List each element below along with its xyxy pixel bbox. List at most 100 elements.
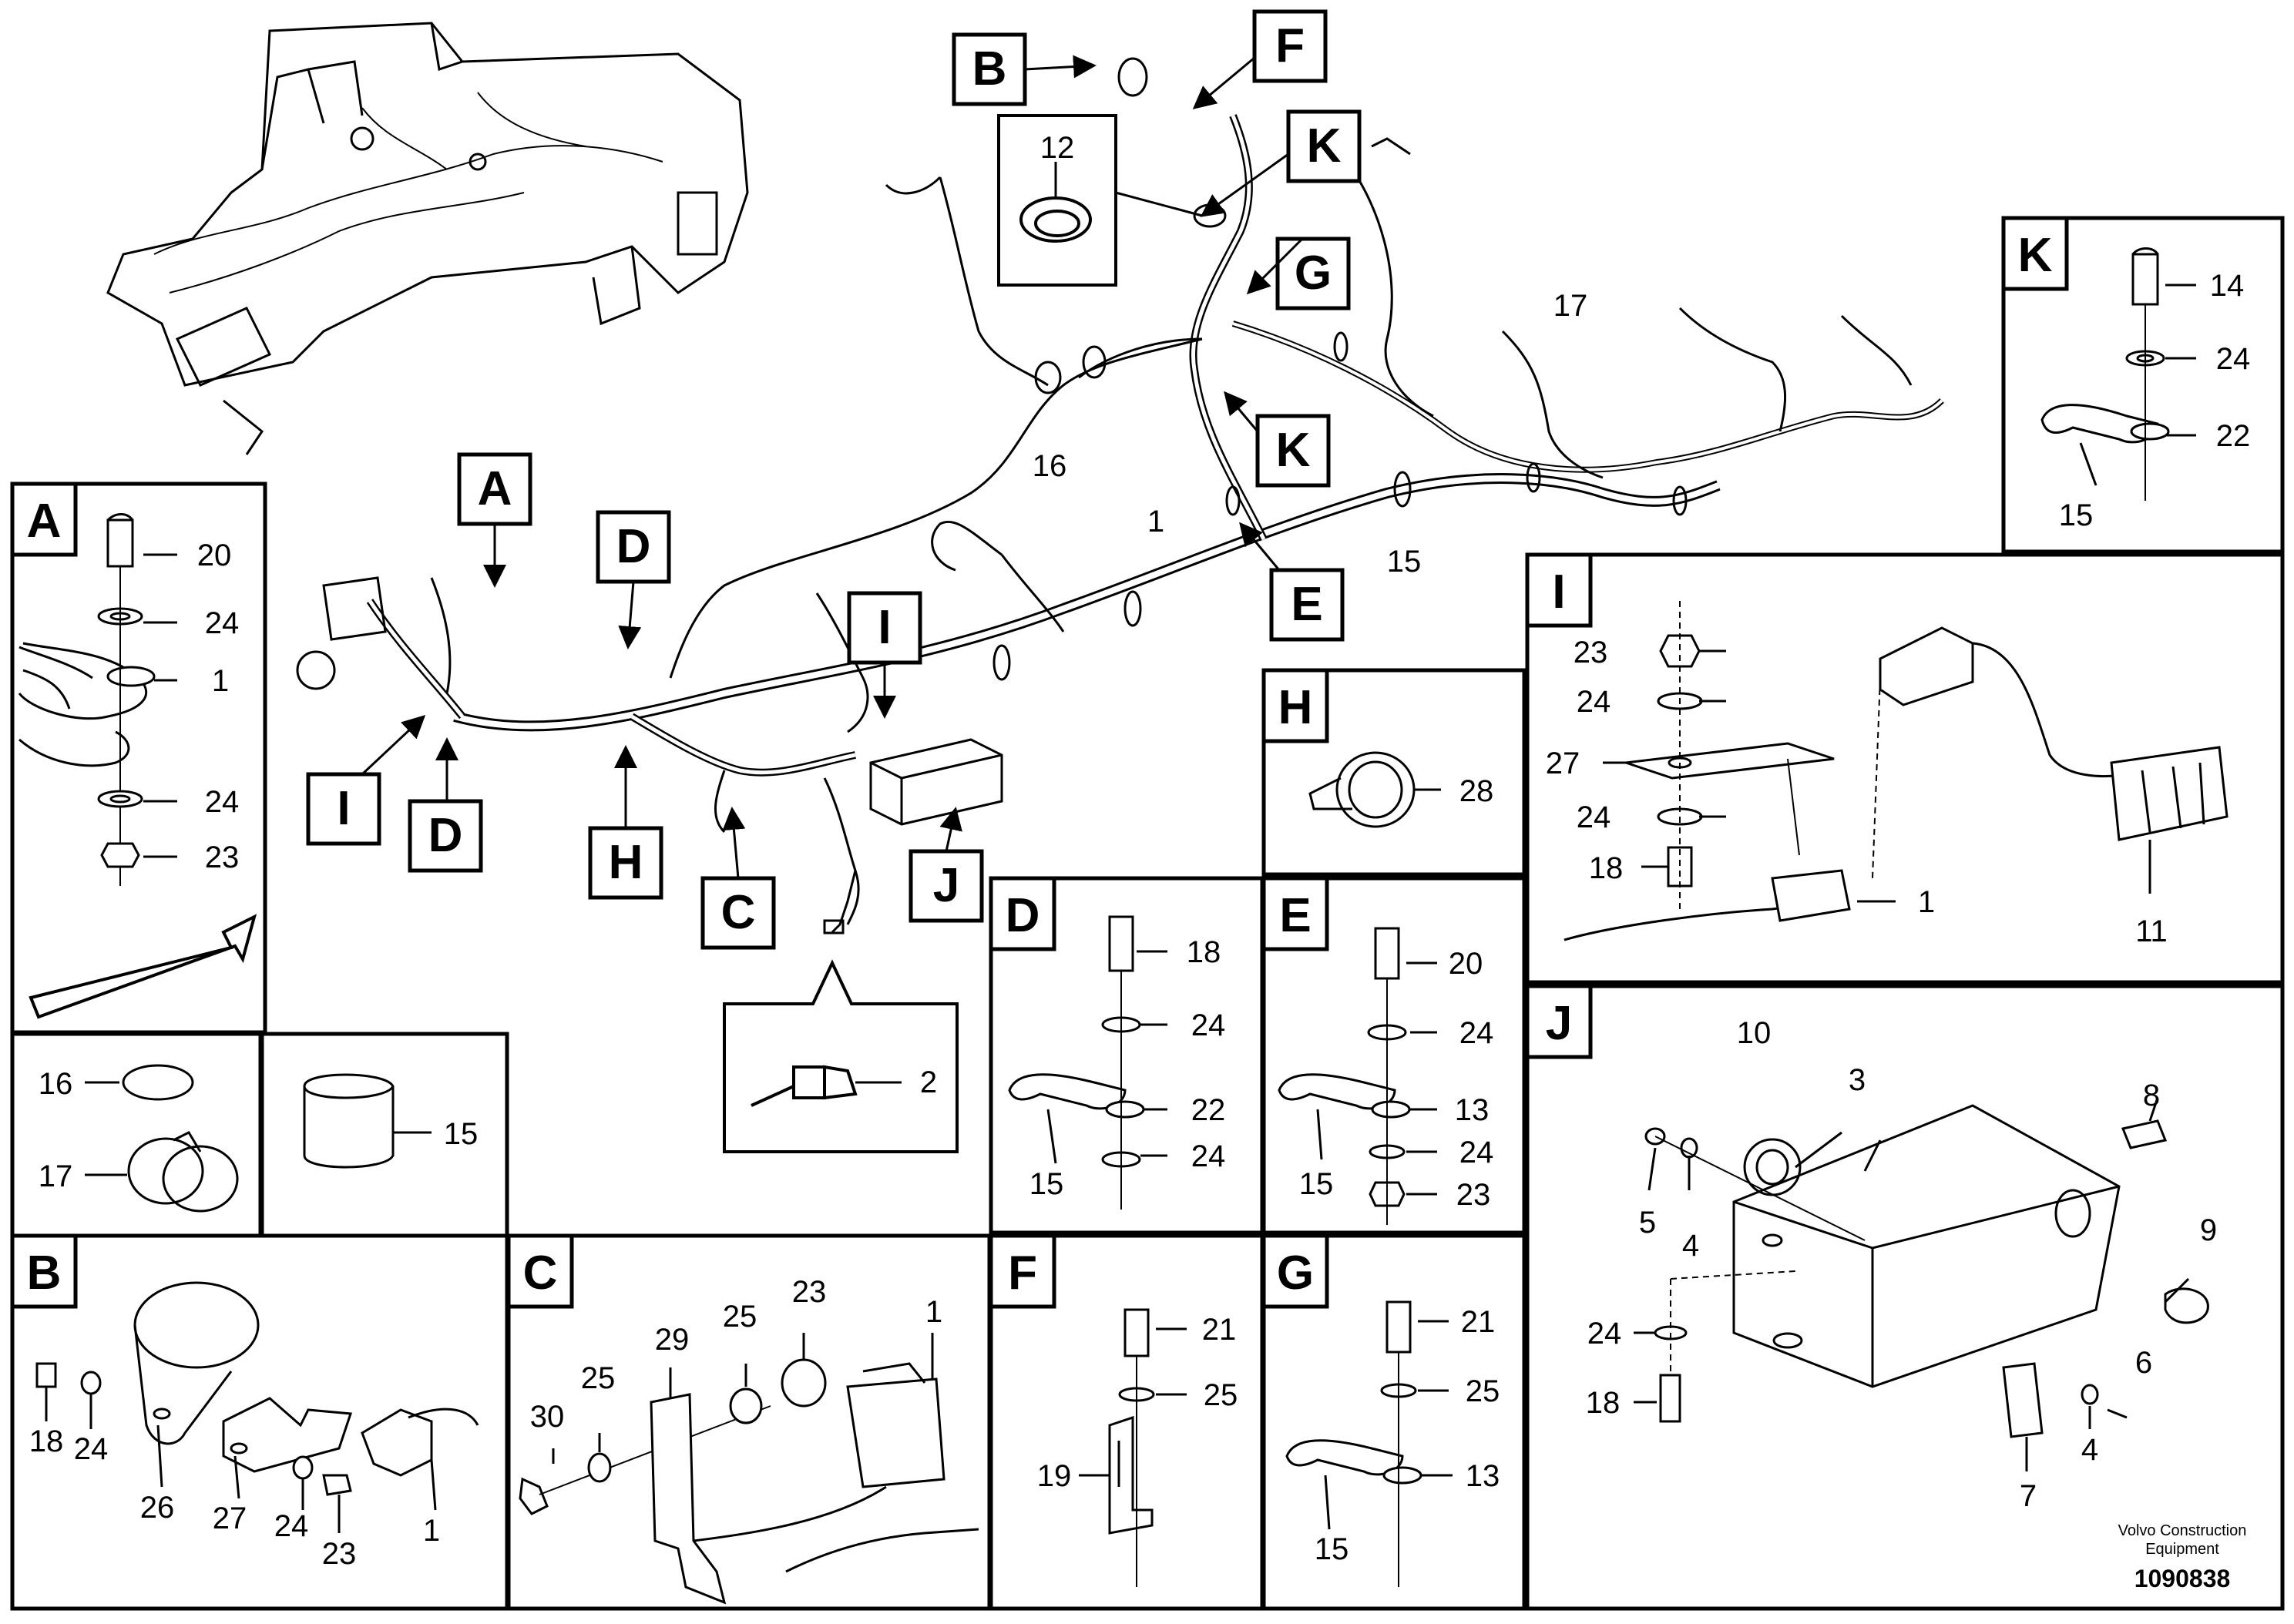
panel-a-label-23: 23 <box>205 841 240 874</box>
clip-label-16: 16 <box>39 1067 73 1101</box>
panel-e-label-15: 15 <box>1299 1167 1334 1201</box>
panel-12-grommet <box>997 114 1203 287</box>
main-callout-k-lower: K <box>1276 424 1311 477</box>
panel-a-label-24-bottom: 24 <box>205 785 240 819</box>
main-label-2: 2 <box>920 1065 937 1099</box>
panel-c-label-23: 23 <box>792 1275 827 1309</box>
main-callout-f: F <box>1275 19 1305 72</box>
panel-c-label-30: 30 <box>530 1400 565 1434</box>
panel-letter-boxes <box>10 216 2069 1309</box>
panel-e-letter: E <box>1279 889 1311 942</box>
panel-2-sensor <box>723 959 959 1153</box>
panel-a-label-1: 1 <box>212 664 229 698</box>
panel-c-label-25-right: 25 <box>723 1300 757 1334</box>
panel-b-label-23: 23 <box>322 1537 357 1571</box>
panel-d-label-15: 15 <box>1029 1167 1064 1201</box>
panel-d-label-24-bottom: 24 <box>1191 1139 1226 1173</box>
main-callout-c: C <box>721 886 756 939</box>
panel-g-drawing <box>1285 1300 1453 1587</box>
main-label-15: 15 <box>1387 545 1422 579</box>
credit-line-2: Equipment <box>2145 1541 2219 1558</box>
main-callout-g: G <box>1295 247 1332 300</box>
panel-e-label-13: 13 <box>1455 1093 1490 1127</box>
panel-f-label-19: 19 <box>1037 1459 1072 1493</box>
panel-i-label-27: 27 <box>1546 747 1580 780</box>
panel-j-label-4-right: 4 <box>2081 1433 2098 1467</box>
panel-d-label-24-top: 24 <box>1191 1008 1226 1042</box>
panel-k-label-14: 14 <box>2210 269 2245 303</box>
panel-j-label-5: 5 <box>1639 1206 1656 1240</box>
panel-g-label-15: 15 <box>1315 1532 1349 1566</box>
panel-g-label-25: 25 <box>1466 1374 1500 1408</box>
machine-frame-sketch <box>106 22 749 455</box>
panel-e-label-24-top: 24 <box>1459 1016 1494 1050</box>
panel-b-label-1: 1 <box>423 1514 440 1548</box>
main-callout-leaders <box>361 55 1304 879</box>
panel-b-drawing <box>35 1281 479 1533</box>
panel-j-label-9: 9 <box>2200 1213 2217 1247</box>
part-number: 1090838 <box>2134 1565 2231 1592</box>
panel-a-drawing <box>18 513 257 1019</box>
panel-b-label-27: 27 <box>213 1502 247 1535</box>
panel-i-label-23: 23 <box>1574 636 1608 669</box>
panel-j-label-6: 6 <box>2135 1346 2152 1380</box>
panel-k-drawing <box>2040 247 2196 501</box>
panel-a-letter: A <box>27 495 62 548</box>
panel-j-label-3: 3 <box>1849 1063 1866 1097</box>
panel-c-letter: C <box>523 1247 558 1300</box>
panel-f-label-21: 21 <box>1202 1313 1237 1347</box>
panel-k-label-24: 24 <box>2216 342 2251 376</box>
panel-i-drawing <box>1563 601 2229 941</box>
panel-b-label-26: 26 <box>140 1491 175 1525</box>
panel-i-letter: I <box>1552 565 1565 619</box>
panel-borders <box>10 216 2285 1611</box>
panel-j-letter: J <box>1546 997 1572 1050</box>
panel-c-label-25-left: 25 <box>581 1361 616 1395</box>
panel-c-label-1: 1 <box>925 1295 942 1329</box>
panel-d-drawing <box>1008 915 1167 1210</box>
main-callout-i-left: I <box>337 782 350 835</box>
panel-h-label-28: 28 <box>1459 774 1494 808</box>
panel-d-label-22: 22 <box>1191 1093 1226 1127</box>
panel-g-letter: G <box>1277 1247 1314 1300</box>
panel-d-label-18: 18 <box>1187 935 1221 969</box>
main-harness-view <box>106 22 1944 934</box>
panel-i-label-18: 18 <box>1589 851 1624 885</box>
panel-i-label-24-bottom: 24 <box>1577 800 1611 834</box>
main-callout-h: H <box>609 836 643 889</box>
main-label-16: 16 <box>1033 449 1067 483</box>
panel-d-letter: D <box>1006 889 1040 942</box>
main-callout-d-lower: D <box>428 809 463 862</box>
panel-e-label-24-bottom: 24 <box>1459 1136 1494 1169</box>
panel-j-label-10: 10 <box>1737 1016 1772 1050</box>
panel-f-label-25: 25 <box>1204 1378 1238 1412</box>
panel-b-letter: B <box>27 1247 62 1300</box>
panel-c-label-29: 29 <box>655 1323 690 1357</box>
panel-k-label-15: 15 <box>2059 498 2094 532</box>
panel-j-label-7: 7 <box>2020 1479 2037 1513</box>
clip-label-17: 17 <box>39 1159 73 1193</box>
panel-b-label-24-left: 24 <box>74 1432 109 1466</box>
panel-i-label-24-top: 24 <box>1577 685 1611 719</box>
panel-i-label-1: 1 <box>1918 885 1935 919</box>
panel-clips-16-17-drawing <box>85 1064 239 1213</box>
main-label-1: 1 <box>1147 505 1164 539</box>
main-callout-i-right: I <box>878 601 891 654</box>
panel-f-drawing <box>1079 1308 1187 1587</box>
main-callout-e: E <box>1291 578 1322 631</box>
panel-c-drawing <box>519 1333 979 1605</box>
main-label-12: 12 <box>1040 131 1075 165</box>
panel-j-label-24: 24 <box>1587 1317 1622 1351</box>
main-callout-k-upper: K <box>1307 119 1342 173</box>
panel-a-label-20: 20 <box>197 539 232 572</box>
panel-h-letter: H <box>1278 681 1313 734</box>
panel-f-letter: F <box>1008 1247 1037 1300</box>
panel-a-label-24-top: 24 <box>205 606 240 640</box>
panel-clip-15-drawing <box>303 1073 432 1169</box>
panel-j-drawing <box>1634 1097 2209 1471</box>
panel-j-label-18: 18 <box>1586 1386 1621 1420</box>
main-callout-b: B <box>972 42 1007 96</box>
panel-e-drawing <box>1278 927 1437 1225</box>
panel-b-label-24-right: 24 <box>274 1509 309 1543</box>
